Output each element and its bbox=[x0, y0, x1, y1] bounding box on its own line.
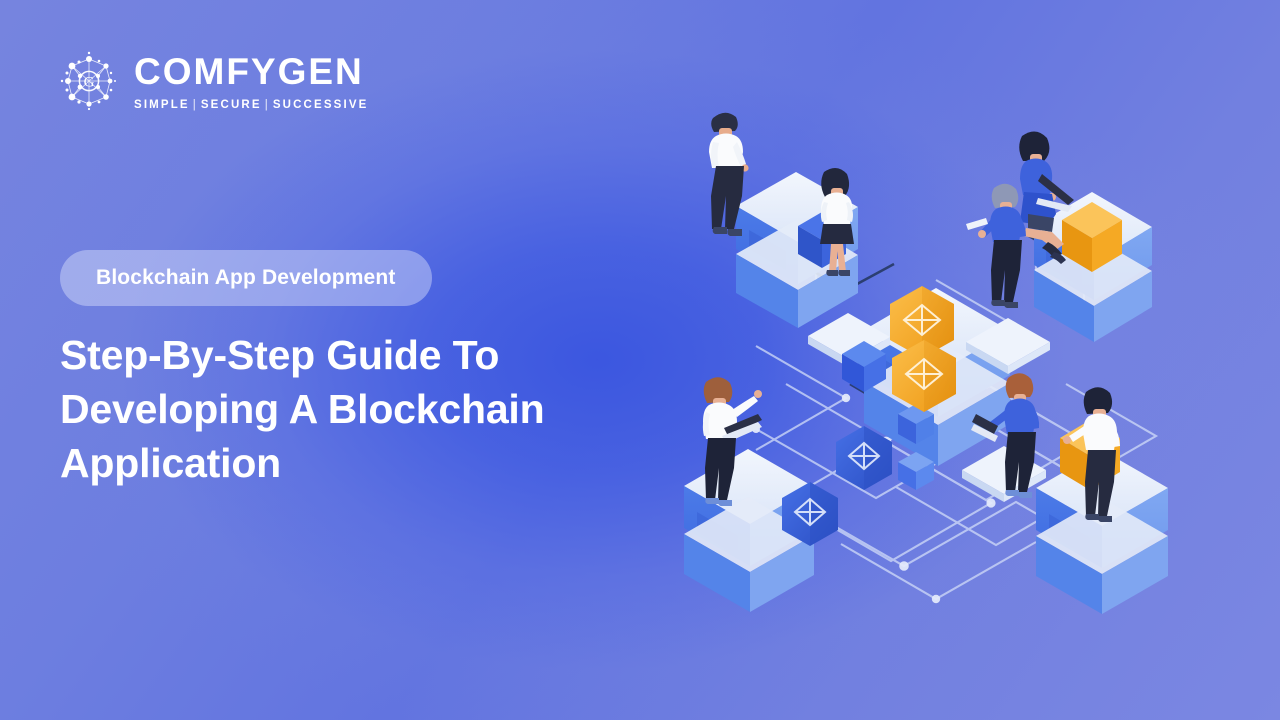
blue-cube-center bbox=[842, 341, 886, 392]
platform-person-document bbox=[966, 318, 1050, 374]
person-with-laptop-bottom-right bbox=[971, 373, 1040, 498]
tagline-separator-1: | bbox=[192, 99, 198, 111]
person-with-laptop-bottom-left bbox=[702, 377, 762, 506]
person-holding-document bbox=[966, 183, 1026, 308]
tagline-word-3: SUCCESSIVE bbox=[272, 99, 369, 111]
person-standing-woman-skirt bbox=[820, 167, 854, 276]
blue-cube-lattice bbox=[898, 452, 934, 490]
illustration-canvas bbox=[684, 112, 1168, 614]
brand-tagline: SIMPLE|SECURE|SUCCESSIVE bbox=[134, 99, 368, 111]
isometric-blockchain-illustration bbox=[636, 84, 1196, 614]
category-badge: Blockchain App Development bbox=[60, 250, 432, 306]
brand-wordmark: COMFYGEN SIMPLE|SECURE|SUCCESSIVE bbox=[134, 51, 368, 111]
ethereum-token-blue-upper bbox=[836, 426, 892, 490]
ethereum-token-orange-top bbox=[890, 286, 954, 358]
ethereum-token-blue-lower bbox=[782, 482, 838, 546]
tagline-word-1: SIMPLE bbox=[134, 99, 190, 111]
network-nodes-icon: G bbox=[60, 51, 116, 111]
tagline-word-2: SECURE bbox=[200, 99, 262, 111]
orange-cube-top-right bbox=[1062, 202, 1122, 272]
page-title: Step-By-Step Guide To Developing A Block… bbox=[60, 332, 545, 486]
person-sitting-with-laptop bbox=[1019, 131, 1074, 264]
brand-logo[interactable]: G COMFYGEN SIMPLE|SECURE|SUCCESSIVE bbox=[58, 50, 368, 112]
brand-name: COMFYGEN bbox=[134, 51, 364, 92]
person-pointing-bottom-right bbox=[1063, 387, 1120, 522]
tagline-separator-2: | bbox=[264, 99, 270, 111]
ethereum-token-orange-mid bbox=[892, 340, 956, 412]
person-standing-top-left bbox=[709, 112, 749, 236]
logo-letter-g: G bbox=[84, 75, 95, 91]
